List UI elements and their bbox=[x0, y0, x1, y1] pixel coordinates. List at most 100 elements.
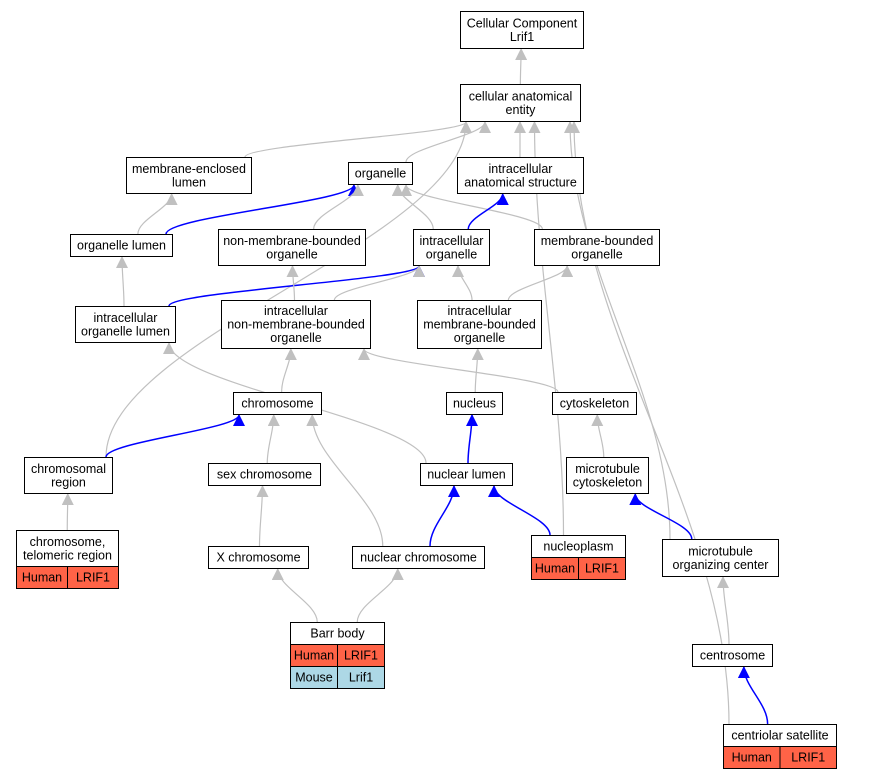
node-label: lumen bbox=[172, 175, 206, 189]
node-label: centriolar satellite bbox=[731, 729, 828, 743]
edge-inmbo-to-nmbo bbox=[286, 265, 299, 301]
node-label: nuclear lumen bbox=[427, 468, 506, 482]
edges-layer bbox=[61, 48, 769, 725]
node-label: centrosome bbox=[700, 649, 765, 663]
edge-chrr-to-cae bbox=[105, 121, 472, 458]
edge-nchr-to-chr bbox=[306, 414, 384, 547]
node-label: membrane-bounded bbox=[423, 318, 536, 332]
node-label: nucleoplasm bbox=[543, 540, 613, 554]
edge-xc-to-sexc bbox=[256, 485, 269, 547]
node-org[interactable]: organelle bbox=[348, 162, 413, 185]
node-label: Cellular Component bbox=[467, 16, 578, 30]
edge-sexc-to-chr bbox=[266, 414, 280, 464]
node-label: Barr body bbox=[310, 627, 365, 641]
node-box bbox=[552, 392, 637, 415]
node-box bbox=[417, 300, 542, 349]
gene-cell bbox=[578, 557, 626, 580]
node-label: intracellular bbox=[264, 304, 328, 318]
edge-nl-to-nuc bbox=[465, 414, 478, 464]
node-box bbox=[662, 539, 779, 577]
node-nuc[interactable]: nucleus bbox=[446, 392, 503, 415]
node-cyt[interactable]: cytoskeleton bbox=[552, 392, 637, 415]
edge-chr-to-inmbo bbox=[281, 348, 297, 393]
edge-csat-to-cae bbox=[568, 121, 730, 725]
node-ol[interactable]: organelle lumen bbox=[70, 234, 173, 257]
node-xc[interactable]: X chromosome bbox=[208, 546, 309, 569]
edge-mtoc-to-mtc bbox=[629, 493, 693, 540]
edge-barr-to-nchr bbox=[356, 568, 404, 623]
node-box bbox=[692, 644, 773, 667]
species-label: Mouse bbox=[295, 671, 333, 685]
node-cs[interactable]: centrosome bbox=[692, 644, 773, 667]
node-label: microtubule bbox=[688, 544, 753, 558]
node-label: region bbox=[51, 475, 86, 489]
node-inmbo[interactable]: intracellularnon-membrane-boundedorganel… bbox=[221, 300, 371, 349]
edge-mbo-to-org bbox=[400, 184, 543, 230]
node-label: organelle bbox=[426, 247, 477, 261]
node-box bbox=[75, 306, 176, 343]
node-label: organelle bbox=[571, 247, 622, 261]
node-label: chromosome bbox=[241, 397, 313, 411]
node-label: intracellular bbox=[420, 234, 484, 248]
edge-nchr-to-nl bbox=[429, 485, 460, 547]
gene-cell bbox=[67, 566, 119, 589]
node-box bbox=[218, 229, 366, 266]
node-box bbox=[348, 162, 413, 185]
node-label: membrane-enclosed bbox=[132, 162, 246, 176]
edge-imbo-to-io bbox=[452, 265, 473, 301]
edge-nuc-to-imbo bbox=[471, 348, 484, 393]
node-label: X chromosome bbox=[216, 551, 300, 565]
edge-csat-to-cs bbox=[737, 666, 769, 725]
edge-cae-to-root bbox=[515, 48, 528, 85]
edge-mtc-to-cyt bbox=[591, 414, 605, 458]
edge-ctr-to-chrr bbox=[61, 493, 74, 531]
gene-cell bbox=[337, 666, 385, 689]
node-sexc[interactable]: sex chromosome bbox=[208, 463, 321, 486]
node-label: membrane-bounded bbox=[541, 234, 654, 248]
node-box bbox=[24, 457, 113, 494]
node-box bbox=[460, 84, 581, 122]
node-box bbox=[420, 463, 513, 486]
node-label: nucleus bbox=[453, 397, 496, 411]
edge-mel-to-cae bbox=[244, 121, 472, 158]
node-box bbox=[352, 546, 485, 569]
node-box bbox=[70, 234, 173, 257]
node-label: organelle bbox=[454, 331, 505, 345]
edge-iol-to-ol bbox=[116, 256, 129, 307]
node-label: organizing center bbox=[673, 558, 769, 572]
node-chr[interactable]: chromosome bbox=[233, 392, 322, 415]
gene-label: LRIF1 bbox=[344, 649, 378, 663]
node-label: intracellular bbox=[489, 162, 553, 176]
node-label: chromosome, bbox=[30, 535, 106, 549]
node-box bbox=[208, 546, 309, 569]
node-nchr[interactable]: nuclear chromosome bbox=[352, 546, 485, 569]
edge-ol-to-mel bbox=[137, 193, 178, 235]
gene-label: LRIF1 bbox=[585, 562, 619, 576]
node-label: sex chromosome bbox=[217, 468, 312, 482]
node-label: cytoskeleton bbox=[573, 475, 643, 489]
node-nl[interactable]: nuclear lumen bbox=[420, 463, 513, 486]
node-label: intracellular bbox=[94, 311, 158, 325]
node-box bbox=[413, 229, 490, 266]
node-label: organelle bbox=[270, 331, 321, 345]
node-label: non-membrane-bounded bbox=[223, 234, 361, 248]
node-label: microtubule bbox=[575, 462, 640, 476]
species-label: Human bbox=[22, 571, 62, 585]
